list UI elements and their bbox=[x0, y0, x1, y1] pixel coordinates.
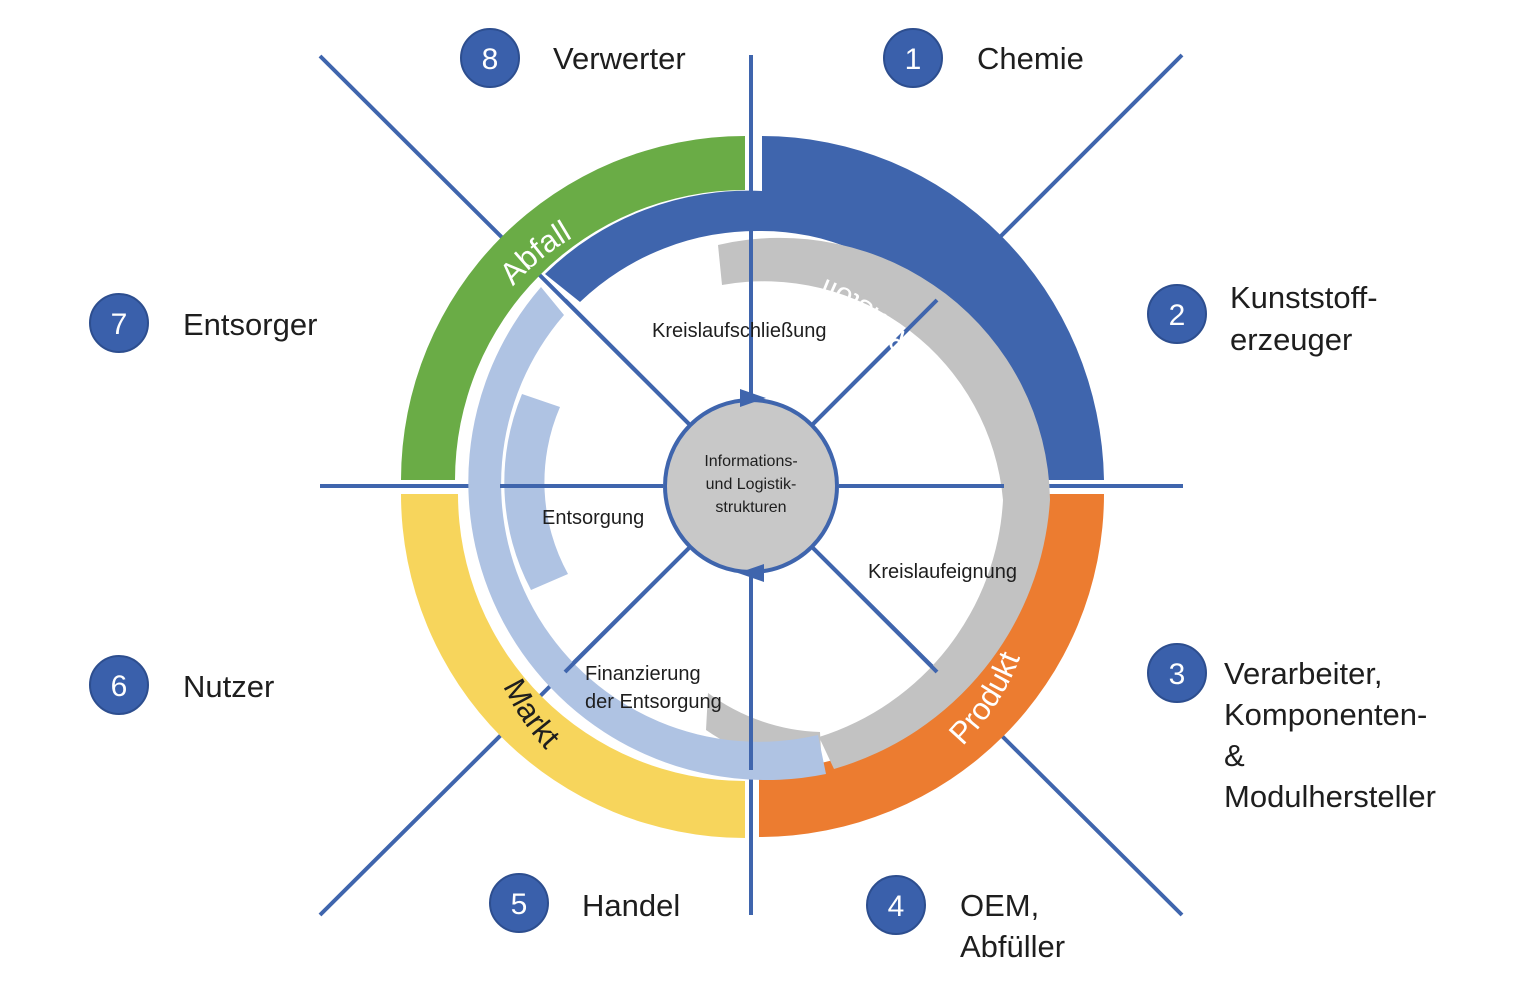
stakeholder-label-line-3: & bbox=[1224, 738, 1245, 773]
label-entsorgung: Entsorgung bbox=[542, 507, 644, 529]
inner-loops bbox=[468, 237, 1050, 781]
badge-number: 5 bbox=[511, 888, 528, 921]
stakeholder-label-line-1: Entsorger bbox=[183, 307, 317, 342]
stakeholder-label-line-1: Handel bbox=[582, 888, 680, 923]
badge-circle bbox=[866, 875, 926, 935]
badge-circle bbox=[89, 655, 149, 715]
loop-gray bbox=[718, 237, 1050, 770]
stakeholder-4: 4 OEM, Abfüller bbox=[866, 875, 1065, 964]
spoke-line bbox=[563, 298, 691, 426]
badge-number: 3 bbox=[1169, 658, 1186, 691]
badge-number: 1 bbox=[905, 43, 922, 76]
badge-number: 2 bbox=[1169, 299, 1186, 332]
ring-inner-blue-band bbox=[545, 190, 762, 302]
badge-number: 7 bbox=[111, 308, 128, 341]
spoke-line bbox=[811, 298, 939, 426]
badge-circle bbox=[460, 28, 520, 88]
spoke-line bbox=[811, 546, 939, 674]
spoke-line bbox=[563, 546, 691, 674]
stakeholder-label-line-2: Abfüller bbox=[960, 929, 1065, 964]
center-label-line-2: und Logistik- bbox=[706, 476, 797, 493]
stakeholder-2: 2 Kunststoff- erzeuger bbox=[1147, 280, 1378, 357]
badge-number: 8 bbox=[482, 43, 499, 76]
stakeholder-label-line-1: Chemie bbox=[977, 41, 1084, 76]
arrow-bottom-icon bbox=[738, 564, 764, 582]
center-label-line-1: Informations- bbox=[704, 453, 797, 470]
label-finanzierung-line-2: der Entsorgung bbox=[585, 691, 722, 713]
stakeholder-3: 3 Verarbeiter, Komponenten- & Modulherst… bbox=[1147, 643, 1436, 814]
ring-segment-abfall bbox=[401, 136, 745, 480]
stakeholder-label-line-1: Verarbeiter, bbox=[1224, 656, 1383, 691]
stakeholder-label-line-1: Verwerter bbox=[553, 41, 686, 76]
stakeholder-7: 7 Entsorger bbox=[89, 293, 317, 353]
badge-number: 6 bbox=[111, 670, 128, 703]
badge-circle bbox=[1147, 284, 1207, 344]
badge-circle bbox=[489, 873, 549, 933]
label-kreislaufschliessung: Kreislaufschließung bbox=[652, 320, 827, 342]
loop-lightblue bbox=[468, 287, 826, 781]
stakeholder-5: 5 Handel bbox=[489, 873, 680, 933]
center-hub: Informations- und Logistik- strukturen bbox=[663, 389, 839, 582]
center-label-line-3: strukturen bbox=[715, 499, 786, 516]
badge-circle bbox=[883, 28, 943, 88]
loop-lightblue-inner bbox=[504, 394, 568, 590]
badge-number: 4 bbox=[888, 890, 905, 923]
label-finanzierung-line-1: Finanzierung bbox=[585, 663, 701, 685]
label-kreislaufeignung: Kreislaufeignung bbox=[868, 561, 1017, 583]
stakeholder-8: 8 Verwerter bbox=[460, 28, 686, 88]
inner-labels: Kreislaufschließung Kreislaufeignung Ent… bbox=[542, 320, 1017, 713]
badge-circle bbox=[89, 293, 149, 353]
badge-circle bbox=[1147, 643, 1207, 703]
stakeholder-label-line-2: Komponenten- bbox=[1224, 697, 1427, 732]
stakeholder-label-line-2: erzeuger bbox=[1230, 322, 1352, 357]
stakeholder-label-line-4: Modulhersteller bbox=[1224, 779, 1436, 814]
stakeholder-1: 1 Chemie bbox=[883, 28, 1084, 88]
stakeholder-label-line-1: Nutzer bbox=[183, 669, 274, 704]
stakeholder-label-line-1: OEM, bbox=[960, 888, 1039, 923]
stakeholders: 1 Chemie 2 Kunststoff- erzeuger 3 Verarb… bbox=[89, 28, 1436, 964]
arrow-top-icon bbox=[740, 389, 766, 407]
ring-segment-markt bbox=[401, 494, 745, 838]
ring-segment-produkt bbox=[759, 494, 1104, 837]
stakeholder-label-line-1: Kunststoff- bbox=[1230, 280, 1378, 315]
inner-spokes bbox=[500, 232, 1004, 770]
stakeholder-6: 6 Nutzer bbox=[89, 655, 274, 715]
